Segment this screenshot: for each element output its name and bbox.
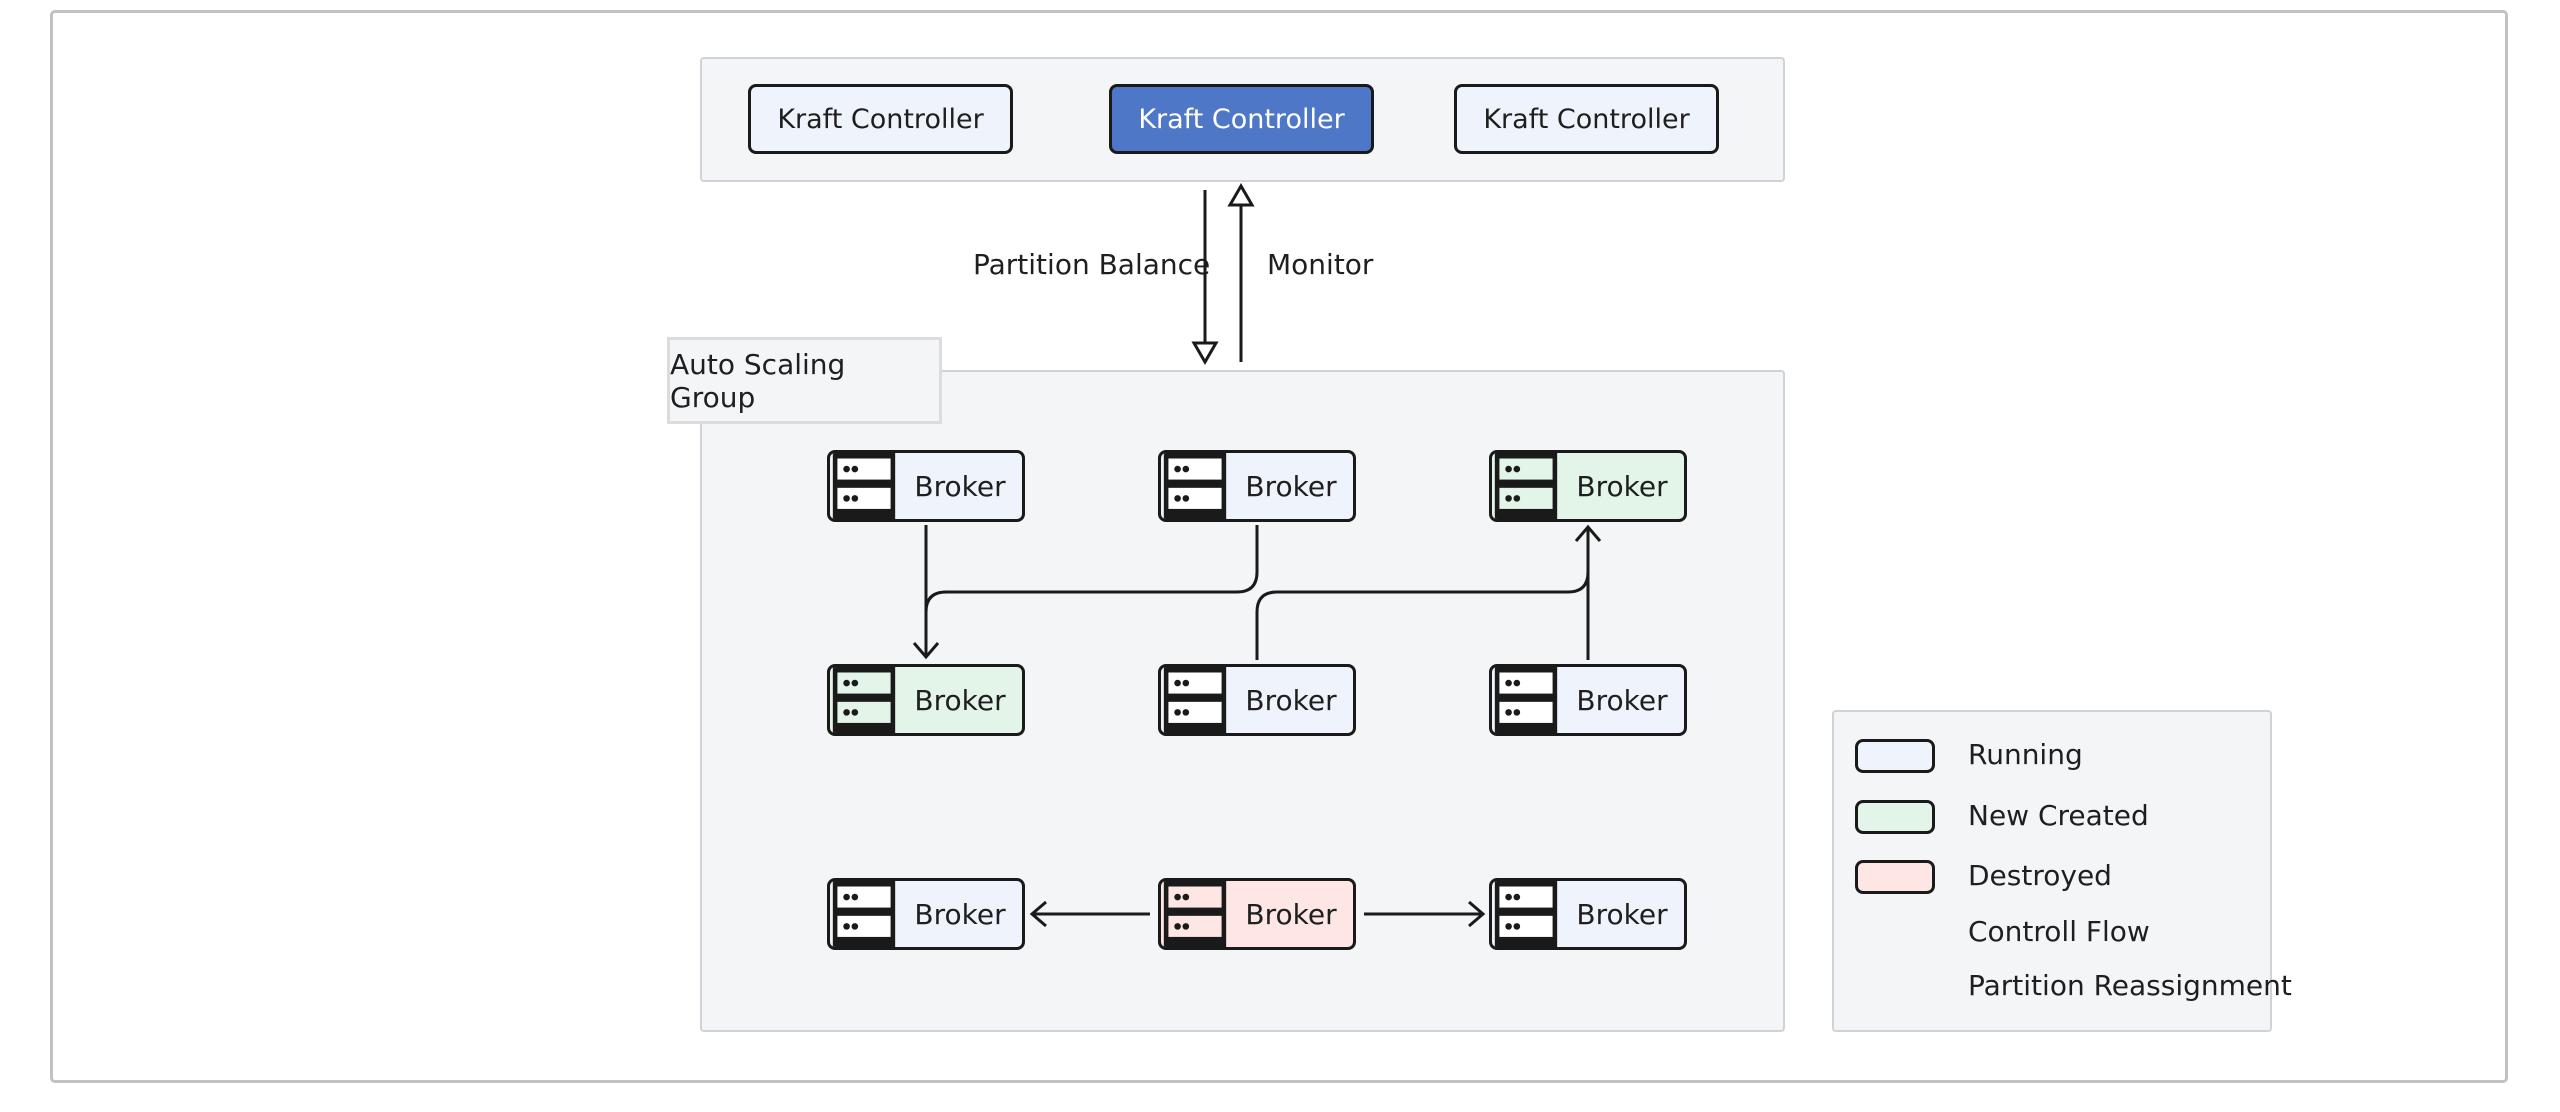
legend-destroyed-swatch [1855, 860, 1935, 894]
reassign-arrow-r1c1-to-r2c1 [912, 525, 940, 660]
broker-label: Broker [1245, 683, 1337, 717]
server-icon [1163, 667, 1227, 733]
reassign-arrow-r3c2-to-r3c1 [1029, 900, 1150, 928]
server-icon [1494, 453, 1558, 519]
broker-r2-c1: Broker [827, 664, 1025, 736]
partition-balance-label: Partition Balance [973, 248, 1211, 281]
broker-r2-c2: Broker [1158, 664, 1356, 736]
legend-running-swatch [1855, 739, 1935, 773]
reassign-arrow-r3c2-to-r3c3 [1364, 900, 1486, 928]
partition-balance-arrow [1191, 190, 1219, 365]
broker-label: Broker [1576, 683, 1668, 717]
monitor-label: Monitor [1267, 248, 1374, 281]
server-icon [1494, 881, 1558, 947]
reassign-arrow-r1c2-to-r2c1 [924, 525, 1259, 613]
legend-destroyed-label: Destroyed [1968, 859, 2112, 892]
reassign-arrow-r2c3-to-r1c3 [1574, 524, 1602, 660]
reassign-arrow-r2c2-to-r1c3 [1255, 571, 1590, 660]
broker-label: Broker [1245, 469, 1337, 503]
broker-r3-c2: Broker [1158, 878, 1356, 950]
legend-partition-reassignment-label: Partition Reassignment [1968, 969, 2292, 1002]
server-icon [832, 453, 896, 519]
legend-control-flow-label: Controll Flow [1968, 915, 2150, 948]
server-icon [1163, 881, 1227, 947]
broker-label: Broker [1576, 469, 1668, 503]
broker-label: Broker [1576, 897, 1668, 931]
broker-r3-c3: Broker [1489, 878, 1687, 950]
kraft-controller-3: Kraft Controller [1454, 84, 1719, 154]
legend-new-created-label: New Created [1968, 799, 2149, 832]
broker-label: Broker [1245, 897, 1337, 931]
kraft-controller-2-active: Kraft Controller [1109, 84, 1374, 154]
server-icon [1163, 453, 1227, 519]
kraft-controller-1: Kraft Controller [748, 84, 1013, 154]
monitor-arrow [1227, 183, 1255, 362]
broker-r1-c3: Broker [1489, 450, 1687, 522]
broker-r2-c3: Broker [1489, 664, 1687, 736]
legend-running-label: Running [1968, 738, 2083, 771]
broker-r1-c1: Broker [827, 450, 1025, 522]
broker-r1-c2: Broker [1158, 450, 1356, 522]
server-icon [832, 881, 896, 947]
broker-label: Broker [914, 469, 1006, 503]
broker-label: Broker [914, 897, 1006, 931]
server-icon [832, 667, 896, 733]
legend-new-created-swatch [1855, 800, 1935, 834]
broker-label: Broker [914, 683, 1006, 717]
diagram-frame [50, 10, 2508, 1083]
server-icon [1494, 667, 1558, 733]
auto-scaling-group-label: Auto Scaling Group [667, 337, 942, 424]
broker-r3-c1: Broker [827, 878, 1025, 950]
